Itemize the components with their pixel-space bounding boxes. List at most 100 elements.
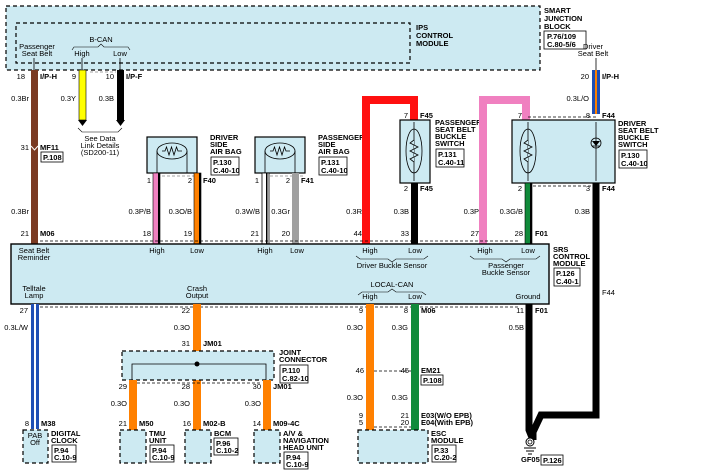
ips-pin-passenger-2: Seat Belt	[22, 49, 53, 58]
wire-black-bcan-low	[117, 70, 124, 120]
srs-high-4: High	[477, 246, 492, 255]
pbuckle-ref-1[interactable]: P.131	[438, 150, 457, 159]
clock-ref-2[interactable]: C.10-9	[54, 453, 77, 462]
clock-ref-1[interactable]: P.94	[54, 446, 69, 455]
driver-airbag-name-1: DRIVER	[210, 133, 239, 142]
pbuckle-ref-2[interactable]: C.40-11	[438, 158, 464, 167]
tmu-pin: 21	[119, 419, 127, 428]
srs-pin-27: 27	[471, 229, 479, 238]
wire-label-0-3br-2: 0.3Br	[11, 207, 29, 216]
wire-label-0-3l-o: 0.3L/O	[566, 94, 589, 103]
em21-ref[interactable]: P.108	[423, 376, 442, 385]
conn-em21: EM21	[421, 366, 441, 375]
srs-telltale-lamp-2: Lamp	[25, 291, 44, 300]
passenger-airbag-name-2: SIDE	[318, 140, 336, 149]
dbuckle-name-4: SWITCH	[618, 140, 648, 149]
av-ref-2[interactable]: C.10-9	[286, 460, 309, 469]
bcm	[184, 429, 212, 464]
pin-9-top: 9	[72, 72, 76, 81]
passenger-airbag-box	[254, 136, 306, 174]
srs-pin-28: 28	[515, 229, 523, 238]
pbuckle-pin2: 2	[404, 184, 408, 193]
dbuckle-ref-1[interactable]: P.130	[621, 151, 640, 160]
bcm-name: BCM	[214, 429, 231, 438]
conn-jm01-out: JM01	[273, 382, 292, 391]
dbuckle-name-2: SEAT BELT	[618, 126, 659, 135]
ips-name-3: MODULE	[416, 39, 449, 48]
wire-pink	[479, 96, 530, 245]
mf11-ref[interactable]: P.108	[43, 153, 62, 162]
bcm-ref-1[interactable]: P.96	[216, 439, 230, 448]
srs-name-2: CONTROL	[553, 252, 590, 261]
srs-name-3: MODULE	[553, 259, 586, 268]
av-name-2: NAVIGATION	[283, 436, 329, 445]
bcan-low-label: Low	[113, 49, 127, 58]
see-data-1[interactable]: See Data	[84, 134, 116, 143]
resistor-icon	[409, 139, 419, 163]
srs-pin-33: 33	[401, 229, 409, 238]
conn-m06-bottom: M06	[421, 306, 436, 315]
ips-pin-driver-2: Seat Belt	[578, 49, 609, 58]
jc-pin-29: 29	[119, 382, 127, 391]
wire-label-0-3g: 0.3G	[392, 323, 408, 332]
mf11-conn: MF11	[40, 143, 59, 152]
ground-name: GF05	[521, 455, 540, 464]
av-ref-1[interactable]: P.94	[286, 453, 301, 462]
srs-seat-belt-reminder-2: Reminder	[18, 253, 51, 262]
jc-ref-2[interactable]: C.82-10	[282, 374, 309, 383]
tmu-ref-2[interactable]: C.10-9	[152, 453, 175, 462]
srs-pin-22: 22	[182, 306, 190, 315]
jc-ref-1[interactable]: P.110	[282, 366, 300, 375]
esc-ref-2[interactable]: C.20-2	[434, 453, 457, 462]
conn-f01-top: F01	[535, 229, 548, 238]
driver-airbag-ref-1[interactable]: P.130	[213, 158, 232, 167]
clock-pab: PAB	[28, 431, 42, 440]
sjb-ref-1[interactable]: P.76/109	[547, 32, 576, 41]
esc-ref-1[interactable]: P.33	[434, 446, 448, 455]
see-data-2[interactable]: Link Details	[81, 141, 120, 150]
passenger-airbag-name-1: PASSENGER	[318, 133, 365, 142]
wire-label-0-3o-can: 0.3O	[347, 323, 363, 332]
wire-white-black	[261, 172, 270, 246]
conn-f01-bottom: F01	[535, 306, 548, 315]
bcan-label: B-CAN	[89, 35, 112, 44]
passenger-airbag-ref-2[interactable]: C.40-10	[321, 166, 348, 175]
wire-label-0-3o-b: 0.3O/B	[169, 207, 192, 216]
wire-label-0-3p: 0.3P	[464, 207, 479, 216]
dbuckle-name-3: BUCKLE	[618, 133, 649, 142]
wire-label-em21-high: 0.3O	[347, 393, 363, 402]
clock-off: Off	[30, 438, 41, 447]
clock-pin: 8	[25, 419, 29, 428]
driver-airbag-ref-2[interactable]: C.40-10	[213, 166, 240, 175]
wire-label-0-3b-dbuckle: 0.3B	[575, 207, 590, 216]
wire-label-0-3w-b: 0.3W/B	[235, 207, 260, 216]
wire-label-0-3l-w: 0.3L/W	[4, 323, 29, 332]
dbuckle-name-1: DRIVER	[618, 119, 647, 128]
ground-ref[interactable]: P.126	[543, 456, 562, 465]
smart-junction-block	[5, 5, 541, 71]
mf11-pin: 31	[21, 143, 29, 152]
passenger-airbag-ref-1[interactable]: P.131	[321, 158, 340, 167]
driver-airbag-name-2: SIDE	[210, 140, 228, 149]
pbuckle-name-2: SEAT BELT	[435, 125, 476, 134]
srs-telltale-lamp-1: Telltale	[22, 284, 45, 293]
srs-ref-2[interactable]: C.40-1	[556, 277, 579, 286]
dbuckle-ref-2[interactable]: C.40-10	[621, 159, 648, 168]
tmu-name-2: UNIT	[149, 436, 167, 445]
conn-m09-4c: M09-4C	[273, 419, 300, 428]
clock-name-1: DIGITAL	[51, 429, 81, 438]
sjb-name-2: JUNCTION	[544, 14, 582, 23]
conn-f44-mid: F44	[602, 288, 615, 297]
sjb-ref-2[interactable]: C.80-5/6	[547, 40, 576, 49]
wire-label-0-3y: 0.3Y	[61, 94, 76, 103]
wire-red	[362, 96, 418, 245]
digital-clock	[22, 429, 49, 464]
resistor-icon	[523, 139, 533, 163]
bcm-ref-2[interactable]: C.10-2	[216, 446, 239, 455]
tmu-ref-1[interactable]: P.94	[152, 446, 167, 455]
srs-ref-1[interactable]: P.126	[556, 269, 575, 278]
wire-label-bcm: 0.3O	[174, 399, 190, 408]
see-data-3[interactable]: (SD200-11)	[81, 148, 120, 157]
driver-airbag-name-3: AIR BAG	[210, 147, 242, 156]
